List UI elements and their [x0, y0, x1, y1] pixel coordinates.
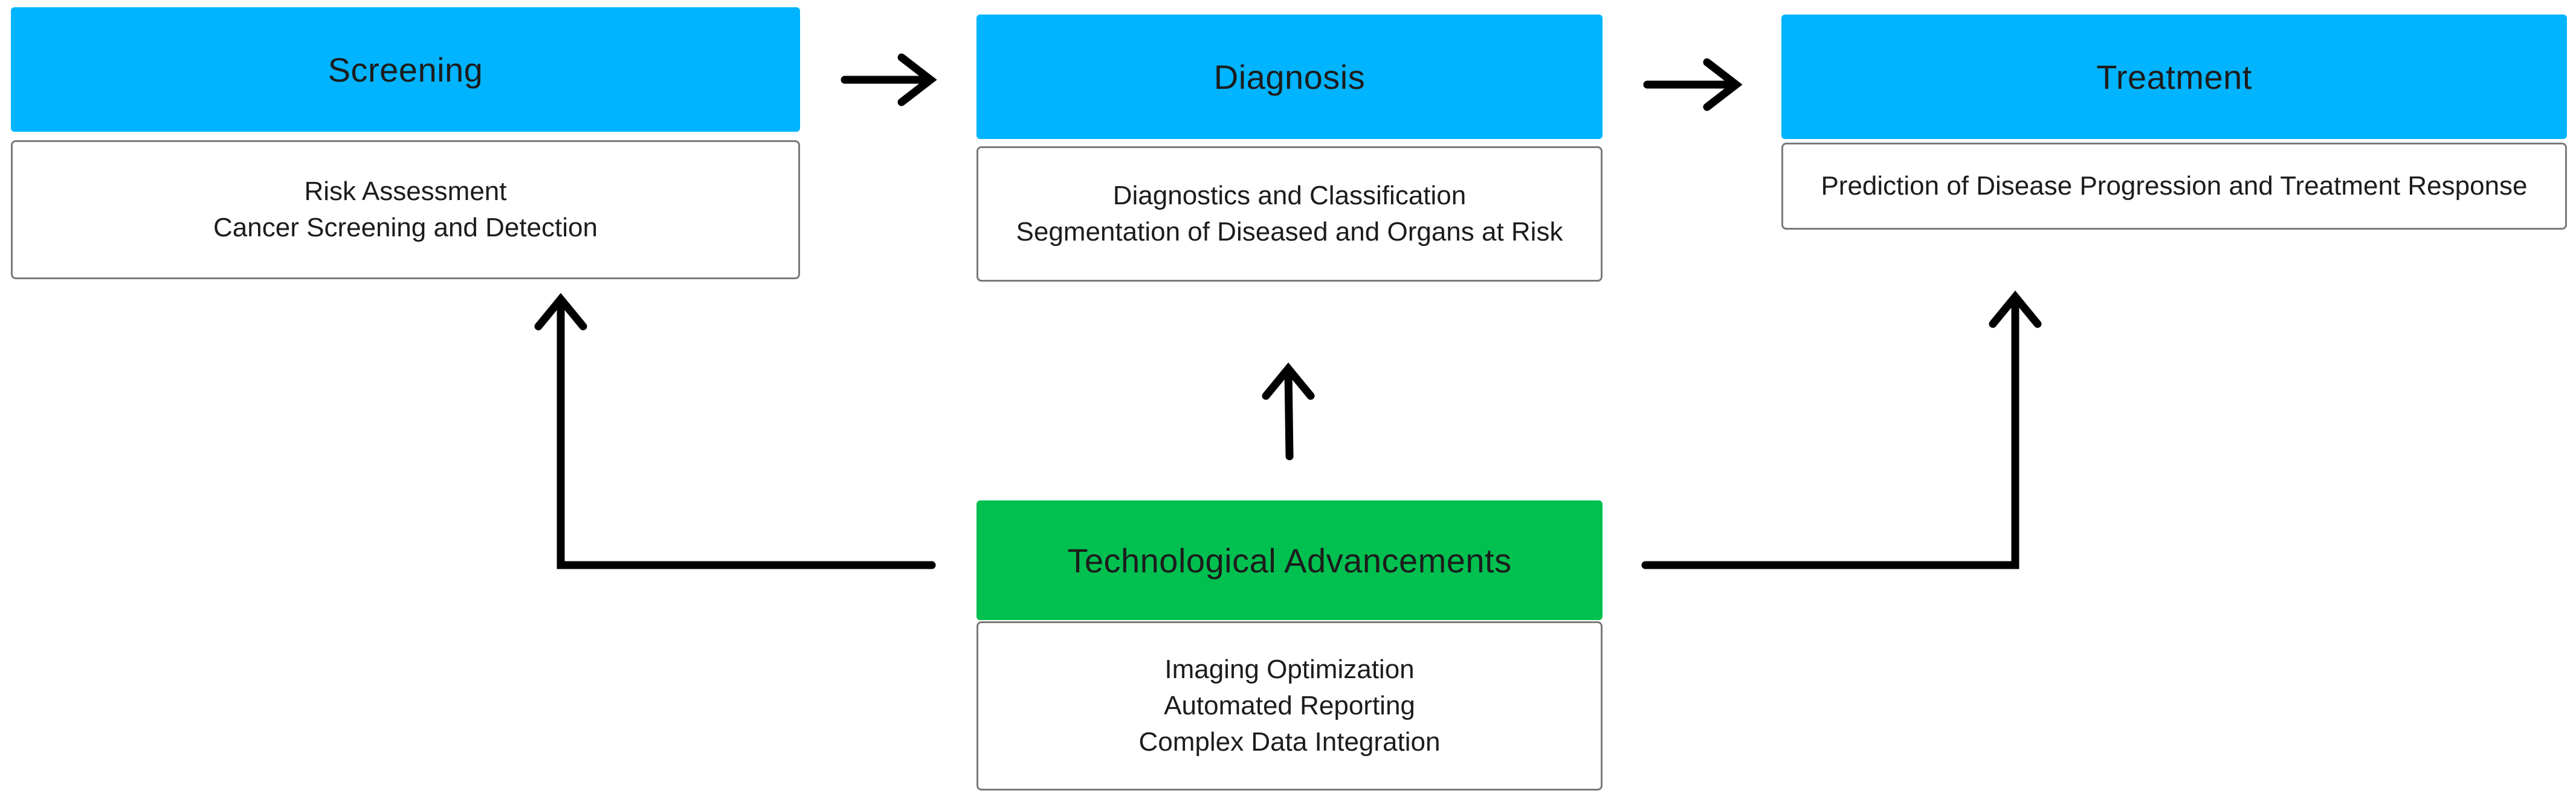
tech-detail-line: Imaging Optimization — [1164, 655, 1415, 684]
screening-node: Screening Risk Assessment Cancer Screeni… — [11, 7, 800, 279]
diagnosis-detail-line: Segmentation of Diseased and Organs at R… — [1016, 217, 1563, 247]
screening-title: Screening — [328, 50, 483, 89]
technological-advancements-node: Technological Advancements Imaging Optim… — [976, 500, 1603, 791]
edge-diagnosis-to-treatment — [1643, 58, 1743, 111]
diagnosis-header: Diagnosis — [976, 15, 1603, 139]
treatment-header: Treatment — [1781, 15, 2567, 139]
screening-detail-line: Cancer Screening and Detection — [213, 213, 598, 242]
edge-screening-to-diagnosis — [841, 53, 937, 106]
edge-tech-to-screening — [534, 293, 936, 569]
arrow-group — [534, 53, 2042, 569]
treatment-detail-line: Prediction of Disease Progression and Tr… — [1821, 171, 2528, 201]
diagnosis-details: Diagnostics and Classification Segmentat… — [976, 146, 1603, 282]
treatment-title: Treatment — [2096, 57, 2252, 96]
technological-advancements-header: Technological Advancements — [976, 500, 1603, 620]
tech-detail-line: Complex Data Integration — [1138, 727, 1441, 757]
treatment-node: Treatment Prediction of Disease Progress… — [1781, 15, 2567, 230]
diagnosis-detail-line: Diagnostics and Classification — [1112, 181, 1467, 210]
technological-advancements-details: Imaging Optimization Automated Reporting… — [976, 621, 1603, 791]
diagnosis-node: Diagnosis Diagnostics and Classification… — [976, 15, 1603, 282]
edge-tech-to-treatment — [1641, 290, 2042, 569]
screening-header: Screening — [11, 7, 800, 132]
technological-advancements-title: Technological Advancements — [1067, 541, 1512, 580]
treatment-details: Prediction of Disease Progression and Tr… — [1781, 143, 2567, 230]
edge-tech-to-diagnosis — [1262, 362, 1315, 461]
tech-detail-line: Automated Reporting — [1164, 691, 1415, 720]
diagnosis-title: Diagnosis — [1213, 57, 1366, 96]
screening-detail-line: Risk Assessment — [304, 176, 507, 206]
screening-details: Risk Assessment Cancer Screening and Det… — [11, 140, 800, 279]
